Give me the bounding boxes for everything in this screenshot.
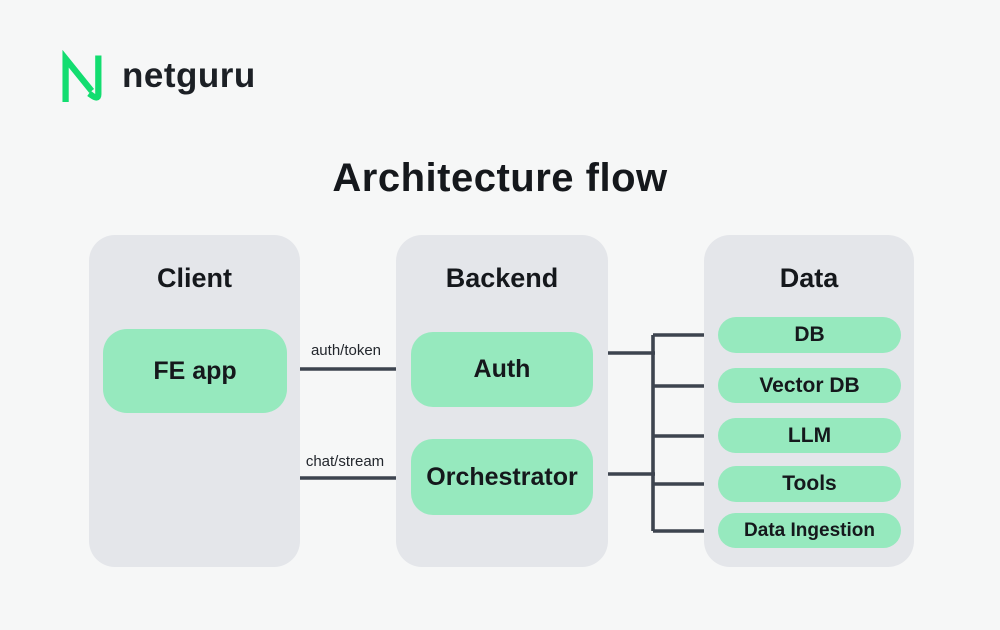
node-llm: LLM [718,418,901,453]
brand-name: netguru [122,56,256,95]
edge-label-chat-stream: chat/stream [305,453,385,470]
node-fe-app: FE app [103,329,287,413]
column-backend: Backend Auth Orchestrator [396,235,608,567]
node-db: DB [718,317,901,353]
node-vector-db: Vector DB [718,368,901,403]
node-data-ingestion: Data Ingestion [718,513,901,548]
netguru-logo: netguru [55,50,256,102]
column-title-backend: Backend [445,263,559,293]
page-title: Architecture flow [332,156,668,200]
column-title-client: Client [156,263,232,293]
column-data: Data DB Vector DB LLM Tools Data Ingesti… [704,235,914,567]
node-orchestrator: Orchestrator [411,439,593,515]
node-auth: Auth [411,332,593,407]
edge-label-auth-token: auth/token [310,342,382,359]
netguru-logo-icon [62,50,102,102]
column-title-data: Data [779,263,839,293]
column-client: Client FE app [89,235,300,567]
node-tools: Tools [718,466,901,502]
